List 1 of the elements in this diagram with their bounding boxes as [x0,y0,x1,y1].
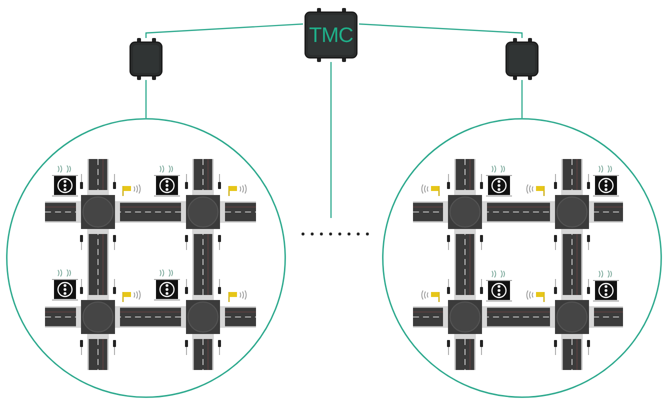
node-label: TMC [309,24,353,46]
